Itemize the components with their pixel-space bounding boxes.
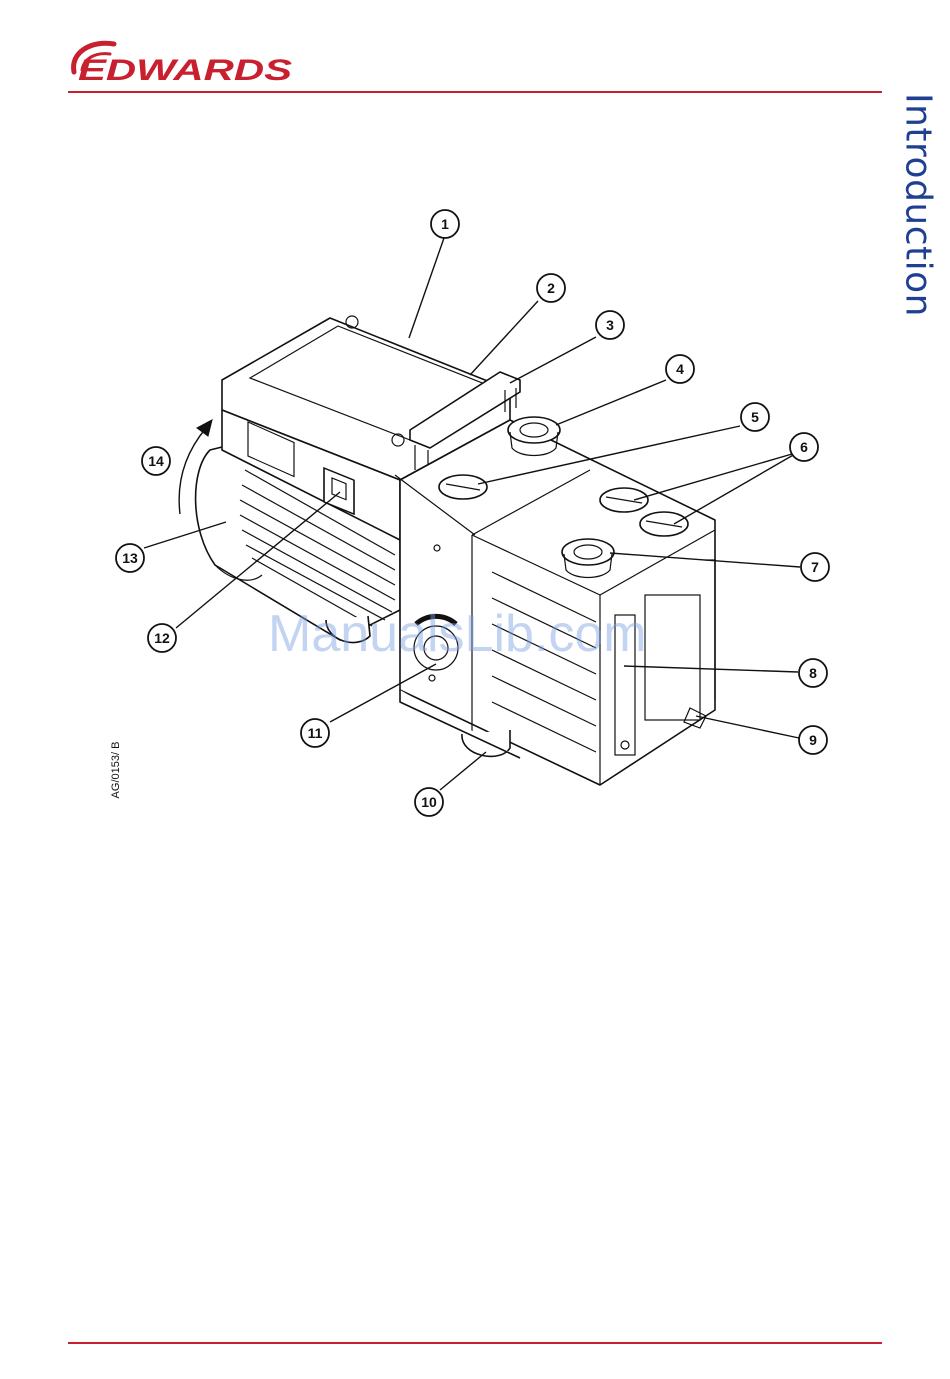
callout-4: 4 xyxy=(666,355,694,383)
callout-10: 10 xyxy=(415,788,443,816)
svg-text:9: 9 xyxy=(809,732,817,748)
callout-3: 3 xyxy=(596,311,624,339)
watermark: ManualsLib.com xyxy=(268,604,647,664)
callout-1: 1 xyxy=(431,210,459,238)
svg-text:2: 2 xyxy=(547,280,555,296)
callout-12: 12 xyxy=(148,624,176,652)
svg-text:7: 7 xyxy=(811,559,819,575)
callout-9: 9 xyxy=(799,726,827,754)
callout-5: 5 xyxy=(741,403,769,431)
svg-text:1: 1 xyxy=(441,216,449,232)
callout-8: 8 xyxy=(799,659,827,687)
figure-code: AG/0153/ B xyxy=(110,742,122,799)
callout-11: 11 xyxy=(301,719,329,747)
svg-text:3: 3 xyxy=(606,317,614,333)
pump-body xyxy=(395,420,715,785)
callout-2: 2 xyxy=(537,274,565,302)
svg-text:13: 13 xyxy=(122,550,138,566)
callout-13: 13 xyxy=(116,544,144,572)
svg-text:5: 5 xyxy=(751,409,759,425)
callout-6: 6 xyxy=(790,433,818,461)
svg-text:14: 14 xyxy=(148,453,164,469)
svg-text:11: 11 xyxy=(308,725,323,741)
svg-text:4: 4 xyxy=(676,361,684,377)
callout-7: 7 xyxy=(801,553,829,581)
callout-14: 14 xyxy=(142,447,170,475)
svg-text:6: 6 xyxy=(800,439,808,455)
svg-text:8: 8 xyxy=(809,665,817,681)
svg-text:12: 12 xyxy=(154,630,170,646)
svg-text:10: 10 xyxy=(421,794,437,810)
